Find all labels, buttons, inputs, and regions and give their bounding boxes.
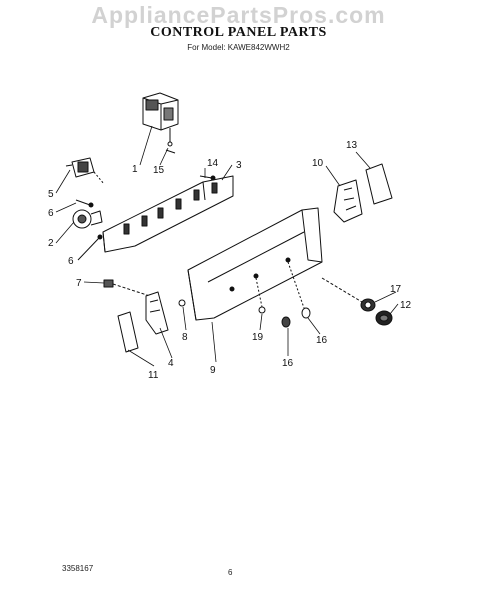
callout-7: 7 (76, 278, 82, 289)
callout-3: 3 (236, 160, 242, 171)
switch-part (65, 157, 105, 185)
end-cap-left (145, 291, 169, 335)
model-subtitle: For Model: KAWE842WWH2 (187, 43, 290, 52)
callout-12: 12 (400, 300, 412, 311)
callout-11: 11 (148, 370, 159, 381)
button-parts (255, 261, 311, 328)
trim-right (365, 163, 393, 205)
selector-switch (72, 209, 103, 229)
watermark-logo: AppliancePartsPros.com (91, 2, 386, 28)
callout-4: 4 (168, 358, 174, 369)
page-number: 6 (228, 568, 233, 577)
timer-part (142, 92, 179, 147)
callout-16b: 16 (316, 335, 328, 346)
callout-labels: 1 15 14 3 5 6 2 6 7 8 4 11 9 10 13 17 12… (48, 140, 412, 381)
trim-left (117, 311, 139, 353)
knob-parts (321, 277, 393, 326)
callout-5: 5 (48, 189, 54, 200)
end-cap-right (333, 179, 363, 223)
control-bracket (102, 175, 234, 253)
clip-part (103, 279, 151, 297)
page-title: CONTROL PANEL PARTS (150, 25, 327, 40)
part-number: 3358167 (62, 564, 94, 573)
callout-13: 13 (346, 140, 358, 151)
callout-1: 1 (132, 164, 138, 175)
screw-parts (75, 149, 216, 261)
callout-14: 14 (207, 158, 219, 169)
callout-17: 17 (390, 284, 402, 295)
console-panel (187, 207, 323, 321)
callout-6b: 6 (68, 256, 74, 267)
callout-2: 2 (48, 238, 54, 249)
callout-9: 9 (210, 365, 216, 376)
callout-16a: 16 (282, 358, 294, 369)
callout-10: 10 (312, 158, 324, 169)
callout-15: 15 (153, 165, 165, 176)
callout-6a: 6 (48, 208, 54, 219)
callout-19: 19 (252, 332, 264, 343)
callout-8: 8 (182, 332, 188, 343)
leader-lines (55, 125, 399, 367)
grommet-part (178, 299, 186, 307)
